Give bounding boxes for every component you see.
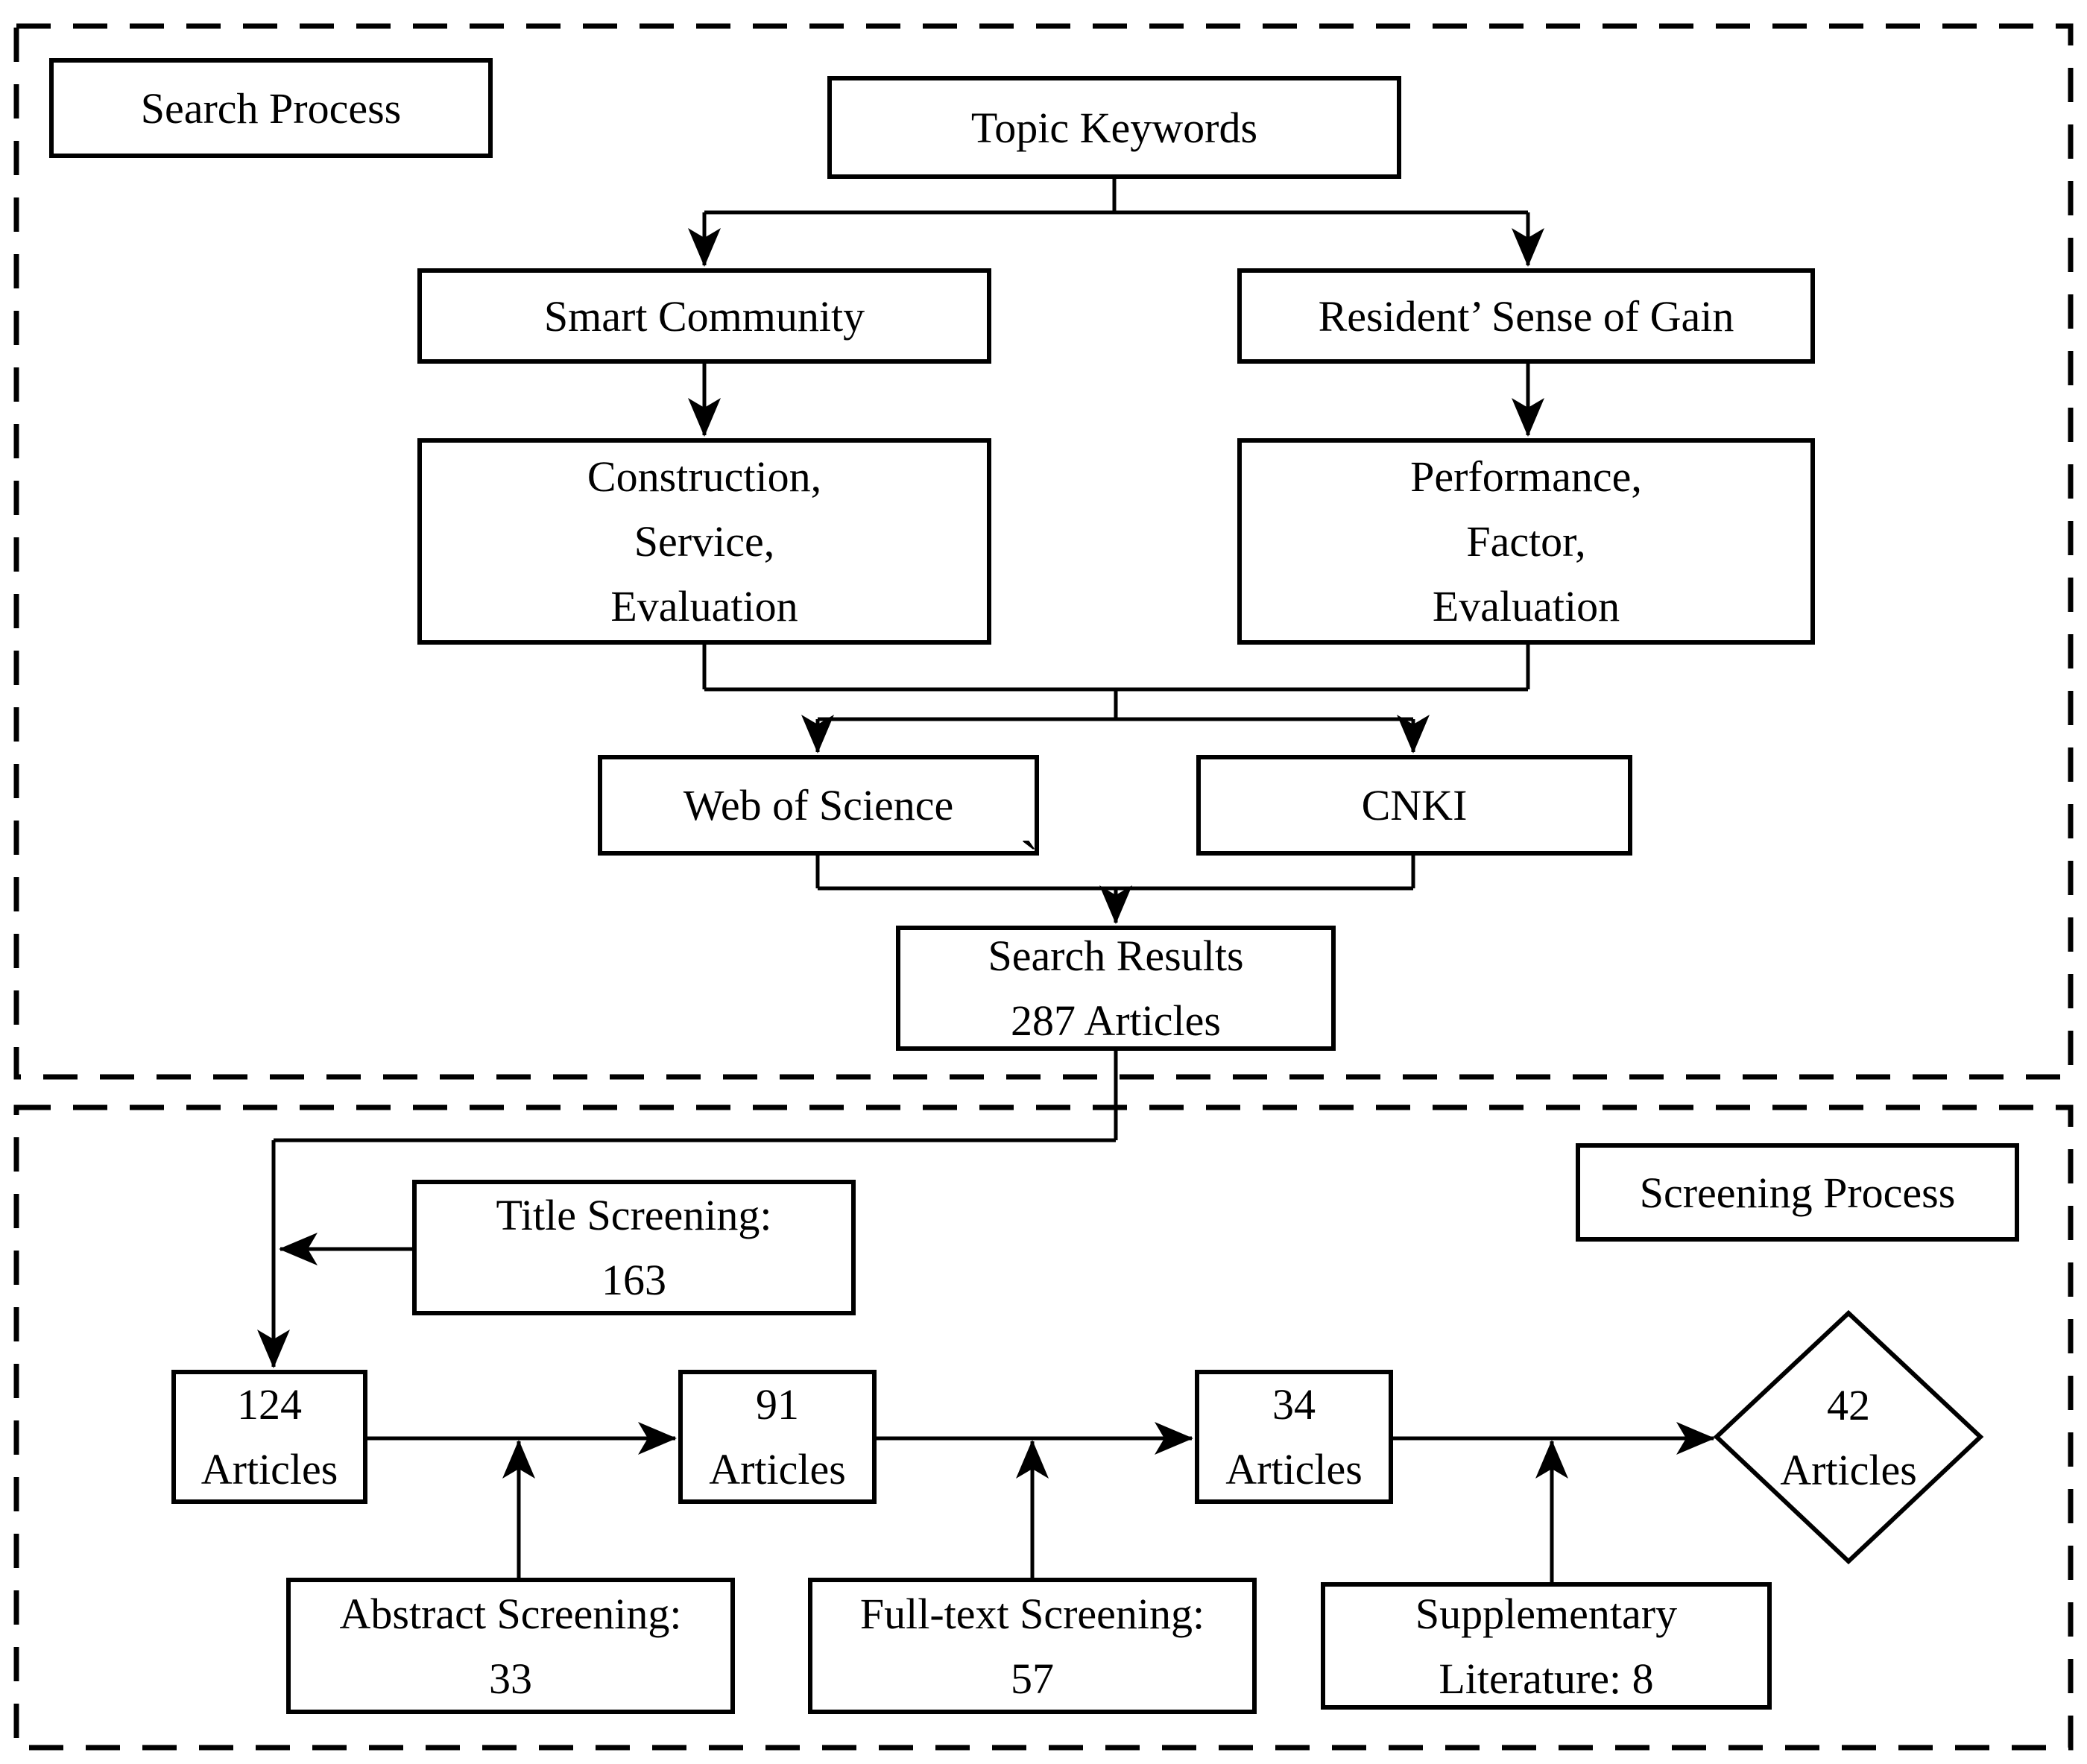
- search-process-label: Search Process: [49, 58, 493, 158]
- search-process-frame: [13, 23, 2074, 1080]
- articles-42-diamond: [1713, 1309, 1984, 1565]
- stray-backtick-mark: `: [1020, 830, 1039, 893]
- resident-terms-box: Performance, Factor, Evaluation: [1237, 438, 1815, 645]
- articles-42-label: 42 Articles: [1780, 1381, 1917, 1494]
- articles-34-box: 34 Articles: [1195, 1370, 1393, 1504]
- articles-124-box: 124 Articles: [171, 1370, 367, 1504]
- cnki-box: CNKI: [1196, 755, 1632, 856]
- screening-process-label: Screening Process: [1576, 1143, 2019, 1242]
- smart-community-terms-box: Construction, Service, Evaluation: [417, 438, 991, 645]
- full-text-screening-box: Full-text Screening: 57: [808, 1578, 1257, 1714]
- smart-community-box: Smart Community: [417, 268, 991, 364]
- screening-process-frame: [13, 1104, 2074, 1751]
- abstract-screening-box: Abstract Screening: 33: [286, 1578, 735, 1714]
- articles-91-box: 91 Articles: [678, 1370, 877, 1504]
- supplementary-literature-box: Supplementary Literature: 8: [1321, 1582, 1772, 1710]
- topic-keywords-box: Topic Keywords: [827, 76, 1401, 179]
- resident-sense-of-gain-box: Resident’ Sense of Gain: [1237, 268, 1815, 364]
- web-of-science-box: Web of Science: [598, 755, 1039, 856]
- search-results-box: Search Results 287 Articles: [896, 926, 1336, 1051]
- title-screening-box: Title Screening: 163: [412, 1180, 856, 1315]
